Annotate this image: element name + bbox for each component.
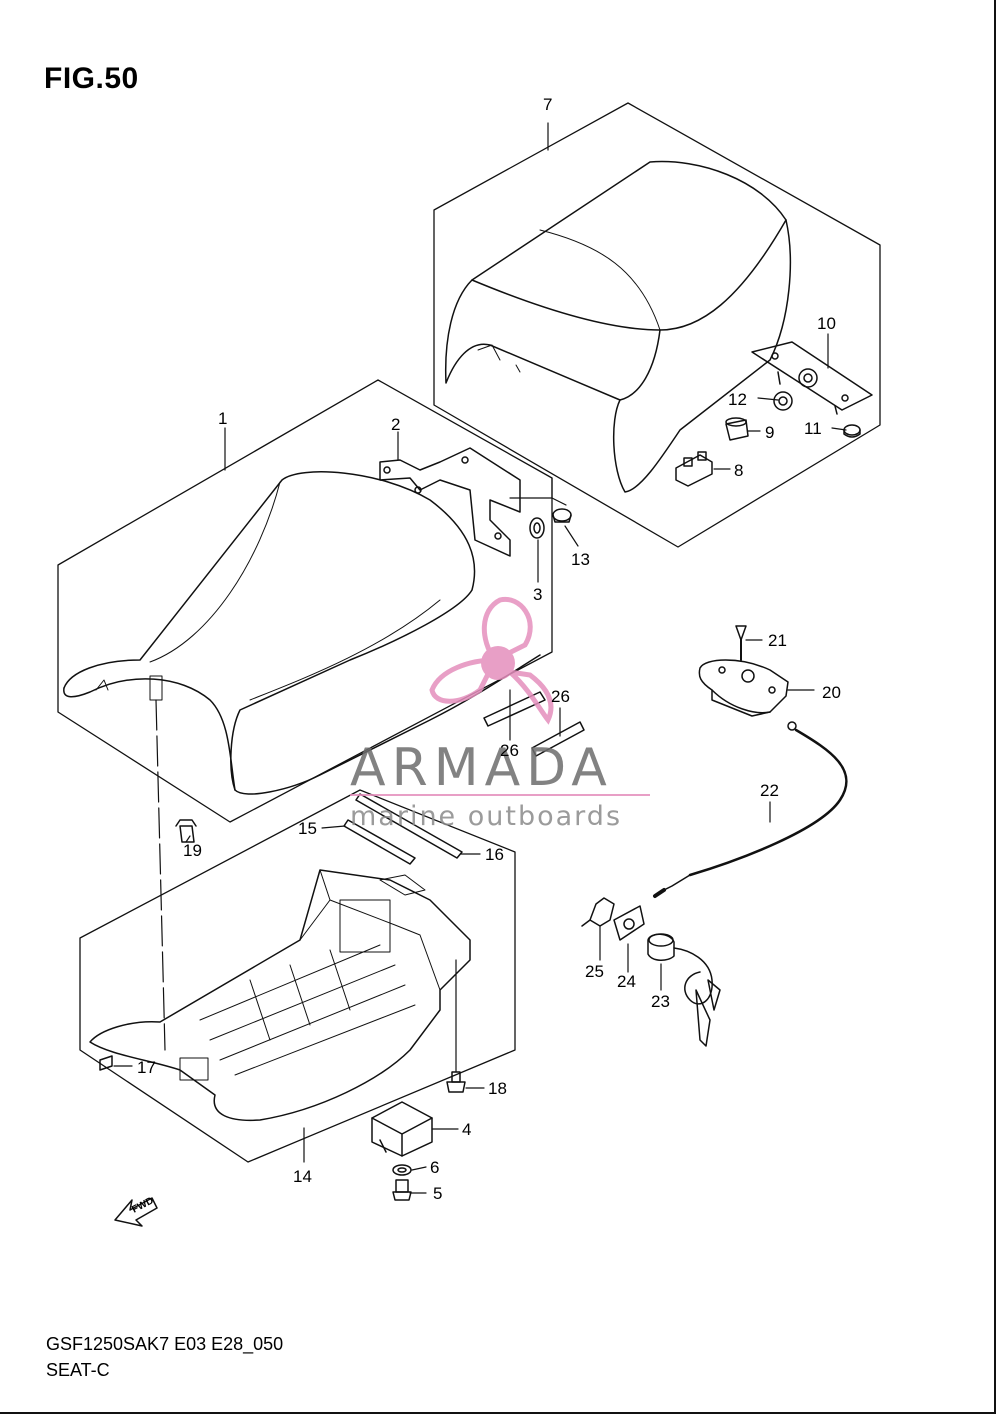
- part-21-screw: [735, 625, 747, 661]
- leader-lines: [113, 122, 847, 1194]
- part-24-plate: [613, 905, 645, 941]
- callout-13: 13: [571, 550, 590, 569]
- callout-19: 19: [183, 841, 202, 860]
- rear-seat-group-outline: [433, 102, 881, 548]
- callout-22: 22: [760, 781, 779, 800]
- callout-6: 6: [430, 1158, 439, 1177]
- seat-base-group-outline: [79, 789, 516, 1163]
- part-11-nut: [843, 424, 861, 438]
- callout-20: 20: [822, 683, 841, 702]
- callout-9: 9: [765, 423, 774, 442]
- callout-23: 23: [651, 992, 670, 1011]
- part-4-box: [371, 1101, 433, 1157]
- callout-21: 21: [768, 631, 787, 650]
- propeller-icon: [429, 596, 554, 725]
- propeller-hub: [481, 646, 515, 680]
- part-20-lock-housing: [698, 659, 789, 717]
- callout-7: 7: [543, 95, 552, 114]
- callout-24: 24: [617, 972, 636, 991]
- callout-26b: 26: [551, 687, 570, 706]
- part-13-nut: [552, 508, 572, 523]
- model-code: GSF1250SAK7 E03 E28_050: [46, 1334, 284, 1354]
- part-17-clip: [99, 1055, 113, 1071]
- figure-title: FIG.50: [44, 62, 139, 95]
- part-23-key-cylinder: [647, 933, 721, 1047]
- callout-18: 18: [488, 1079, 507, 1098]
- part-3-washer: [529, 517, 545, 539]
- part-15-strip: [343, 819, 416, 865]
- part-8-damper: [675, 451, 713, 487]
- callout-12: 12: [728, 390, 747, 409]
- callout-5: 5: [433, 1184, 442, 1203]
- callout-14: 14: [293, 1167, 312, 1186]
- callout-2: 2: [391, 415, 400, 434]
- part-26-strip-a: [483, 691, 546, 727]
- callout-17: 17: [137, 1058, 156, 1077]
- callout-8: 8: [734, 461, 743, 480]
- part-18-bolt: [446, 1071, 466, 1093]
- part-9-cushion: [725, 417, 749, 441]
- callout-25: 25: [585, 962, 604, 981]
- front-seat-drawing: [63, 471, 541, 795]
- part-14-seat-base-drawing: [89, 869, 471, 1122]
- part-25-clip: [581, 897, 615, 927]
- part-2-bracket: [379, 447, 521, 557]
- callout-10: 10: [817, 314, 836, 333]
- rear-seat-drawing: [444, 160, 792, 493]
- watermark-brand: ARMADA: [350, 738, 613, 798]
- callout-3: 3: [533, 585, 542, 604]
- part-10-lock-plate: [751, 341, 873, 415]
- callout-16: 16: [485, 845, 504, 864]
- callout-labels: 1 2 3 4 5 6 7 8 9 10 11 12 13 14 15 16 1…: [137, 95, 841, 1203]
- part-5-bolt: [392, 1179, 412, 1201]
- front-seat-group-outline: [57, 379, 553, 823]
- watermark-logo: ARMADA marine outboards: [350, 596, 650, 832]
- part-12-grommet: [773, 391, 793, 411]
- callout-1: 1: [218, 409, 227, 428]
- part-26-strip-b: [531, 721, 585, 757]
- callout-4: 4: [462, 1120, 471, 1139]
- watermark-tagline: marine outboards: [350, 801, 622, 832]
- fwd-arrow-icon: [114, 1197, 158, 1227]
- callout-11: 11: [804, 419, 822, 438]
- part-6-washer: [392, 1164, 412, 1176]
- part-19-bolt: [175, 819, 197, 843]
- callout-26a: 26: [500, 741, 519, 760]
- part-22-cable: [653, 721, 848, 898]
- callout-15: 15: [298, 819, 317, 838]
- section-name: SEAT-C: [46, 1360, 110, 1380]
